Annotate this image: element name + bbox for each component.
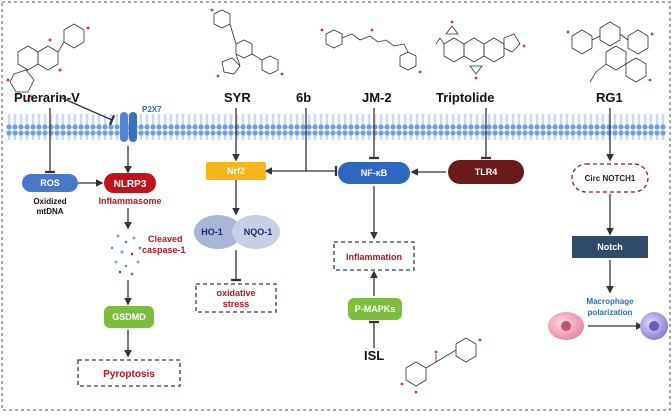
tlr4-node: [448, 160, 524, 184]
inflammation-label: Inflammation: [346, 252, 402, 262]
stress-label: stress: [223, 299, 250, 309]
jm2-label: JM-2: [362, 90, 392, 105]
syr-label: SYR: [224, 90, 251, 105]
gsdmd-node: [104, 306, 154, 328]
pmapks-label: P-MAPKs: [355, 304, 396, 314]
notch-label: Notch: [597, 242, 623, 252]
isl-structure-icon: [400, 337, 482, 394]
pmapks-node: [348, 298, 402, 320]
pyroptosis-label: Pyroptosis: [103, 369, 155, 380]
macrophage-label: Macrophage: [586, 297, 634, 306]
jm2-structure-icon: [320, 28, 422, 74]
cell-membrane: [6, 114, 666, 140]
gsdmd-label: GSDMD: [112, 312, 146, 322]
nrf2-node: [206, 162, 266, 180]
puerarin-v-label: Puerarin-V: [14, 90, 80, 105]
nfkb-node: [338, 162, 410, 184]
nlrp3-label: NLRP3: [114, 179, 147, 190]
ros-label: ROS: [40, 178, 60, 188]
circ-notch1-node: [571, 163, 649, 193]
p2x7-label: P2X7: [142, 105, 162, 114]
isl-label: ISL: [364, 348, 384, 363]
ho1-node: [194, 215, 242, 249]
syr-structure-icon: [210, 8, 284, 78]
nqo1-node: [232, 215, 280, 249]
circ-notch1-label: Circ NOTCH1: [585, 174, 636, 183]
pyroptosis-box: [77, 359, 181, 387]
inflammation-box: [333, 241, 415, 271]
oxidative-label: oxidative: [216, 288, 255, 298]
nlrp3-node: [104, 173, 156, 193]
puerarin-structure-icon: [6, 23, 90, 98]
rg1-label: RG1: [596, 90, 623, 105]
oxidative-stress-box: [195, 283, 277, 313]
puerarin-to-p2x7-inhibit: [61, 97, 116, 126]
ros-node: [22, 174, 78, 192]
p2x7-channel-icon: [120, 112, 137, 142]
inflammasome-label: Inflammasome: [98, 196, 161, 206]
macrophage-cell-m2-icon: [640, 312, 668, 340]
caspase-dots-icon: [110, 234, 142, 276]
oxidized-label: Oxidized: [33, 197, 66, 206]
caspase-1-label: caspase-1: [142, 245, 186, 255]
6b-label: 6b: [296, 90, 311, 105]
outer-frame: [1, 1, 671, 411]
nfkb-label: NF-κB: [361, 168, 388, 178]
nqo1-label: NQO-1: [244, 227, 273, 237]
tlr4-label: TLR4: [475, 167, 498, 177]
polarization-label: polarization: [588, 308, 633, 317]
triptolide-structure-icon: [435, 20, 526, 80]
notch-node: [572, 236, 648, 258]
ho1-label: HO-1: [201, 227, 223, 237]
macrophage-cell-m1-icon: [548, 312, 584, 340]
triptolide-label: Triptolide: [436, 90, 495, 105]
rg1-structure-icon: [566, 21, 654, 83]
nrf2-label: Nrf2: [227, 166, 245, 176]
cleaved-label: Cleaved: [148, 234, 183, 244]
mtdna-label: mtDNA: [36, 207, 63, 216]
